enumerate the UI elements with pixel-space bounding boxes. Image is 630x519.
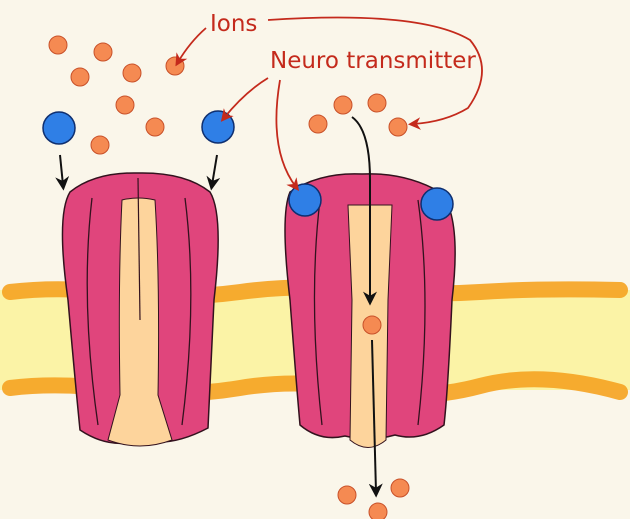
ion-icon [123,64,141,82]
ion-icon [309,115,327,133]
neurotransmitter-icon [43,112,75,144]
ion-icon [369,503,387,519]
ion-icon [334,96,352,114]
binding-arrow [212,155,217,185]
ion-in-pore [363,316,381,334]
ion-icon [91,136,109,154]
neurotransmitter-label-arrow [276,80,296,187]
ion-icon [166,57,184,75]
ion-icon [116,96,134,114]
ions-cluster-bottom [338,479,409,519]
ions-label: Ions [210,11,257,37]
neurotransmitters-free [43,111,234,144]
ion-icon [391,479,409,497]
neurotransmitter-icon [289,184,321,216]
ions-cluster-right [309,94,407,136]
neurotransmitter-label-arrow [224,78,268,118]
ion-icon [49,36,67,54]
neurotransmitter-icon [202,111,234,143]
ion-icon [146,118,164,136]
ion-icon [368,94,386,112]
binding-arrow [60,155,63,185]
ion-icon [338,486,356,504]
closed-ion-channel [62,173,218,446]
ion-icon [94,43,112,61]
ion-icon [71,68,89,86]
neurotransmitter-label: Neuro transmitter [270,48,476,74]
ions-label-arrow [178,28,206,62]
annotation-arrows [178,18,482,188]
ion-icon [389,118,407,136]
neurotransmitter-icon [421,188,453,220]
